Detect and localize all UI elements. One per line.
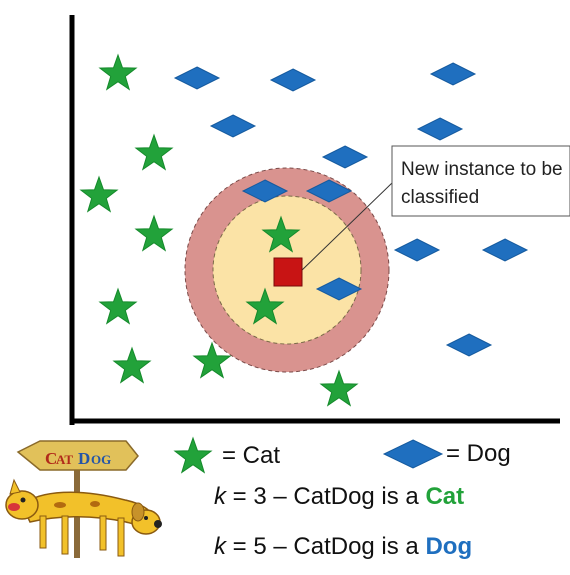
legend-diamond-icon — [382, 439, 444, 469]
rule-k5-result: Dog — [425, 533, 473, 560]
legend-star-icon — [174, 437, 212, 473]
rule-k3-k: k — [214, 483, 226, 510]
catdog-logo: C AT D OG — [5, 440, 162, 558]
rule-k3-result: Cat — [425, 483, 465, 510]
svg-text:OG: OG — [91, 452, 111, 467]
legend-dog-label: = Dog — [446, 440, 511, 467]
rule-k3-text: = 3 – CatDog is a — [226, 483, 426, 510]
callout-label: New instance to be classified — [401, 156, 567, 212]
callout-leader-line — [299, 182, 393, 273]
svg-text:D: D — [78, 449, 90, 468]
rule-k5-k: k — [214, 533, 226, 560]
legend-cat-label: = Cat — [222, 442, 281, 469]
query-point-square-icon — [273, 257, 303, 287]
svg-text:C: C — [45, 449, 57, 468]
svg-text:AT: AT — [56, 452, 73, 467]
rule-k5: k = 5 – CatDog is a Dog — [214, 533, 472, 561]
rule-k3: k = 3 – CatDog is a Cat — [214, 483, 464, 511]
rule-k5-text: = 5 – CatDog is a — [226, 533, 426, 560]
